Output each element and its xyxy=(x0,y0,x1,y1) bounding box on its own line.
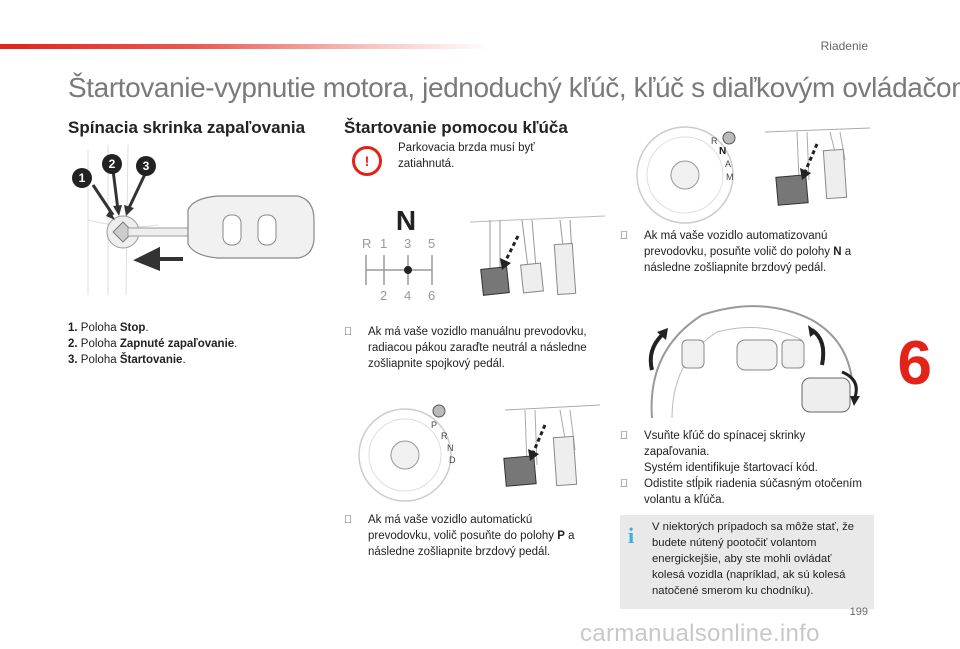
clutch-pedal-icon xyxy=(480,266,510,296)
start-code-text: Systém identifikuje štartovací kód. xyxy=(644,462,818,474)
steering-wheel-icon xyxy=(650,305,853,418)
selector-label-r: R xyxy=(441,431,448,441)
steering-wheel-figure xyxy=(632,300,872,418)
callout-2-label: 2 xyxy=(109,157,116,171)
brake-pedal-icon xyxy=(503,455,537,487)
gear-label-r: R xyxy=(362,236,371,251)
info-icon: i xyxy=(628,523,635,548)
page-number: 199 xyxy=(849,606,868,618)
info-box: i V niektorých prípadoch sa môže stať, ž… xyxy=(620,515,874,609)
callout-1-label: 1 xyxy=(79,171,86,185)
manual-gearbox-figure: N R 1 3 5 2 4 6 xyxy=(350,200,610,310)
key-fob-icon xyxy=(187,195,315,259)
ignition-key-figure: 1 2 3 xyxy=(68,140,318,300)
key-start-heading: Štartovanie pomocou kľúča xyxy=(344,118,568,137)
gear-label-3: 3 xyxy=(404,236,411,251)
info-text: V niektorých prípadoch sa môže stať, že … xyxy=(652,521,855,597)
auto-selector-p-figure: P R N D xyxy=(355,395,605,505)
selector-label-r2: R xyxy=(711,136,718,146)
parking-brake-warning: Parkovacia brzda musí byť zatiahnutá. xyxy=(398,142,535,170)
key-fob-icon xyxy=(801,377,851,413)
insert-key-bullets:  Vsuňte kľúč do spínacej skrinky zapaľo… xyxy=(620,428,872,508)
chapter-number: 6 xyxy=(897,329,932,398)
section-label: Riadenie xyxy=(820,39,868,53)
selector-label-d: D xyxy=(449,455,456,465)
top-accent-bar xyxy=(0,44,490,49)
list-item: 1. Poloha Stop. xyxy=(68,322,149,334)
ignition-heading: Spínacia skrinka zapaľovania xyxy=(68,118,306,137)
callout-3: 3 xyxy=(136,156,156,176)
callout-3-label: 3 xyxy=(143,159,150,173)
gear-label-5: 5 xyxy=(428,236,435,251)
gear-label-1: 1 xyxy=(380,236,387,251)
manual-gearbox-bullet:  Ak má vaše vozidlo manuálnu prevodovku… xyxy=(344,324,604,372)
bullet-item:  Odistite stĺpik riadenia súčasným otoč… xyxy=(620,476,872,508)
selector-label-p: P xyxy=(431,420,437,430)
bullet-marker-icon:  xyxy=(344,324,358,372)
automated-gearbox-bullet:  Ak má vaše vozidlo automatizovanú prev… xyxy=(620,228,870,276)
bullet-marker-icon:  xyxy=(620,476,634,508)
gear-neutral-letter: N xyxy=(396,205,416,236)
selector-label-m: M xyxy=(726,172,734,182)
watermark: carmanualsonline.info xyxy=(580,620,820,647)
selector-label-n2: N xyxy=(719,146,726,157)
list-item: 2. Poloha Zapnuté zapaľovanie. xyxy=(68,338,238,350)
warning-icon: ! xyxy=(352,146,382,176)
page-title: Štartovanie-vypnutie motora, jednoduchý … xyxy=(68,72,960,103)
callout-2: 2 xyxy=(102,154,122,174)
gear-label-2: 2 xyxy=(380,288,387,303)
bullet-item:  Vsuňte kľúč do spínacej skrinky zapaľo… xyxy=(620,428,872,476)
gear-label-6: 6 xyxy=(428,288,435,303)
bullet-marker-icon:  xyxy=(620,428,634,476)
selector-label-n: N xyxy=(447,443,454,453)
brake-pedal-icon xyxy=(775,174,809,206)
gear-label-4: 4 xyxy=(404,288,411,303)
list-item: 3. Poloha Štartovanie. xyxy=(68,354,186,366)
auto-selector-n-figure: R N A M xyxy=(625,120,875,225)
selector-label-a: A xyxy=(725,159,731,169)
bullet-marker-icon:  xyxy=(344,512,358,560)
callout-1: 1 xyxy=(72,168,92,188)
ignition-position-list: 1. Poloha Stop. 2. Poloha Zapnuté zapaľo… xyxy=(68,320,328,368)
insert-key-text: Vsuňte kľúč do spínacej skrinky zapaľova… xyxy=(644,430,806,458)
unlock-steering-text: Odistite stĺpik riadenia súčasným otočen… xyxy=(644,478,862,506)
auto-gearbox-bullet:  Ak má vaše vozidlo automatickú prevodo… xyxy=(344,512,594,560)
bullet-marker-icon:  xyxy=(620,228,634,276)
